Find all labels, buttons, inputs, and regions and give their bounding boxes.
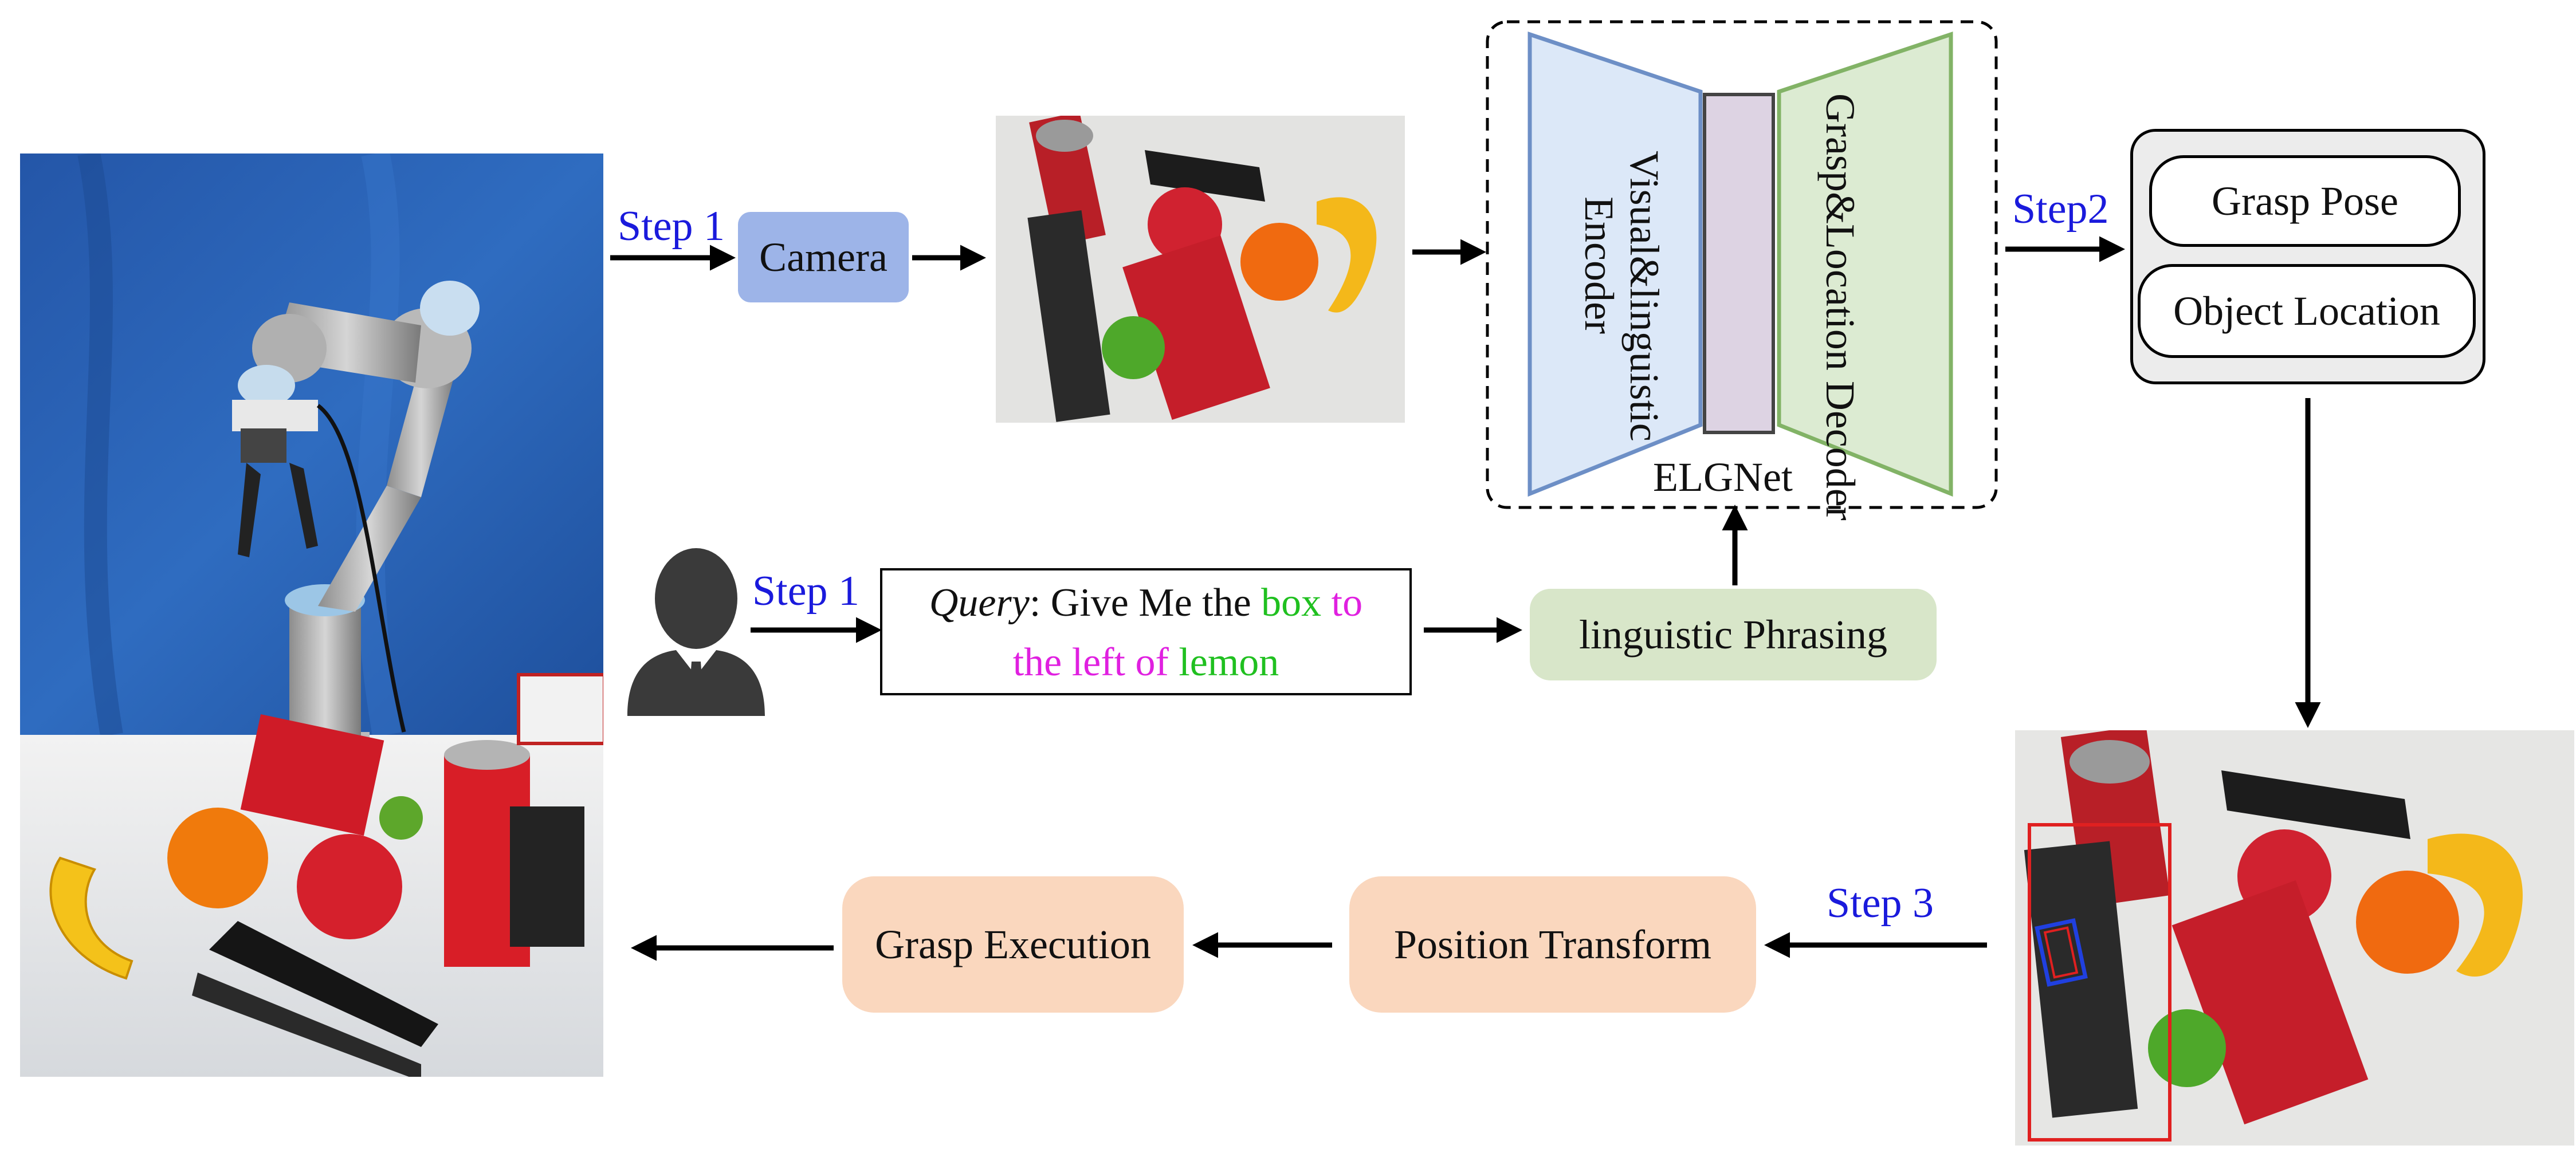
network-name: ELGNet (1653, 454, 1793, 500)
grasp-execution-label: Grasp Execution (875, 921, 1151, 967)
query-prefix: Query (929, 581, 1030, 625)
result-photo (2015, 730, 2574, 1146)
query-word-left: the left of (1012, 640, 1179, 684)
bottleneck-block (1703, 93, 1775, 434)
object-location-label: Object Location (2173, 288, 2440, 334)
decoder-trapezoid (1777, 32, 1953, 497)
encoder-trapezoid (1527, 32, 1703, 497)
user-icon (627, 548, 765, 716)
query-step-label: Step 1 (752, 568, 860, 615)
robot-arm-photo (20, 154, 603, 1077)
object-bounding-box (2028, 823, 2171, 1142)
scene-illustration (996, 116, 1405, 423)
camera-node: Camera (738, 212, 909, 302)
scene-photo (996, 116, 1405, 423)
grasp-rectangle-inner (2043, 926, 2079, 979)
encoder-label-line1: Visual&linguistic (1621, 151, 1667, 442)
camera-step-label: Step 1 (618, 203, 725, 250)
grasp-pose-label: Grasp Pose (2212, 178, 2398, 224)
robot-scene-illustration (20, 154, 603, 1077)
elgnet-dashed-border (1486, 20, 1998, 509)
encoder-label-line2: Encoder (1576, 196, 1622, 334)
query-line1: Query: Give Me the box to (882, 573, 1409, 633)
grasp-execution-node: Grasp Execution (842, 876, 1184, 1013)
elgnet-network (1486, 20, 1998, 509)
grasp-rectangle (2035, 918, 2088, 987)
result-scene-illustration (2015, 730, 2574, 1146)
query-word-to: to (1321, 581, 1363, 625)
query-word-box: box (1261, 581, 1322, 625)
position-transform-node: Position Transform (1349, 876, 1756, 1013)
output-step-label: Step2 (2012, 186, 2109, 233)
object-location-box: Object Location (2138, 264, 2476, 358)
camera-node-label: Camera (759, 234, 888, 280)
query-line2: the left of lemon (882, 633, 1409, 692)
phrasing-node: linguistic Phrasing (1530, 589, 1937, 680)
transform-step-label: Step 3 (1827, 880, 1934, 927)
query-text: : Give Me the (1029, 581, 1262, 625)
position-transform-label: Position Transform (1393, 921, 1712, 967)
phrasing-label: linguistic Phrasing (1579, 611, 1887, 658)
encoder-label: Visual&linguistic Encoder (1573, 151, 1667, 442)
decoder-label: Grasp&Location Decoder (1817, 93, 1863, 521)
query-box: Query: Give Me the box to the left of le… (880, 568, 1412, 695)
grasp-pose-box: Grasp Pose (2149, 155, 2461, 247)
query-word-lemon: lemon (1179, 640, 1279, 684)
